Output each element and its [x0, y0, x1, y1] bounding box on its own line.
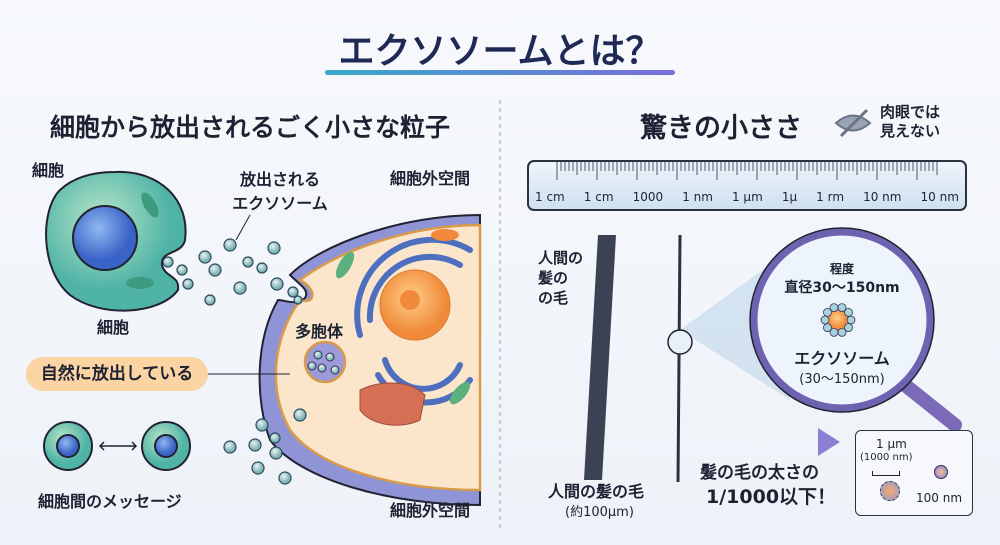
title-underline	[325, 70, 675, 75]
exosome-particle	[256, 262, 268, 274]
exosome-particle	[223, 440, 237, 454]
particle-100nm-icon	[934, 465, 948, 479]
lens-size-top: 程度 直径30〜150nm	[784, 262, 900, 296]
left-subtitle: 細胞から放出されるごく小さな粒子	[50, 113, 451, 142]
mvb-label: 多胞体	[295, 322, 344, 341]
exosome-particle	[198, 250, 212, 264]
membrane-protein	[820, 315, 830, 325]
exosome-particle	[233, 281, 247, 295]
released-pointer-line	[235, 214, 251, 241]
compare-text-1: 髪の毛の太さの	[700, 463, 819, 483]
exosome-particle	[287, 286, 299, 298]
membrane-protein	[844, 323, 853, 333]
exosome-particles	[162, 238, 307, 485]
intercellular-cells	[43, 421, 191, 471]
extracellular-label-bottom: 細胞外空間	[390, 501, 471, 520]
released-exosome-label: 放出される エクソソーム	[232, 170, 328, 213]
membrane-protein	[844, 307, 853, 317]
exosome-particle	[251, 461, 265, 475]
exosome-particle	[248, 438, 262, 452]
exosome-particle	[269, 432, 281, 444]
membrane-protein	[829, 303, 839, 313]
lens-exosome-label: エクソソーム	[794, 349, 890, 368]
hair-thin	[676, 234, 682, 483]
scale-ruler: 1 cm 1 cm 1000 1 nm 1 µm 1µ 1 rm 10 nm 10 nm	[527, 160, 967, 211]
exosome-particle	[269, 446, 283, 460]
page-title: エクソソームとは？	[338, 31, 662, 72]
cell-illustration	[45, 170, 187, 312]
exosome-particle	[182, 278, 194, 290]
cell-label-top: 細胞	[32, 161, 65, 180]
ruler-label: 10 nm	[863, 190, 902, 204]
scale-comparison-box: 1 µm (1000 nm) 100 nm	[855, 430, 973, 516]
intercellular-message-label: 細胞間のメッセージ	[38, 492, 182, 511]
exosome-particle	[223, 238, 237, 252]
ruler-ticks	[556, 162, 938, 180]
large-cell-illustration	[258, 213, 482, 507]
ruler-label: 1000	[632, 190, 664, 204]
exosome-particle	[278, 471, 292, 485]
magnifier-handle	[898, 378, 962, 432]
compare-text-2: 1/1000以下！	[706, 486, 837, 508]
exosome-particle	[176, 264, 188, 276]
exosome-particle	[204, 294, 216, 306]
ruler-label: 10 nm	[920, 190, 959, 204]
exosome-particle	[242, 256, 254, 268]
natural-release-pill: 自然に放出している	[26, 357, 208, 391]
ruler-label: 1 cm	[535, 190, 565, 204]
exosome-particle	[208, 263, 222, 277]
ruler-label: 1 µm	[731, 190, 763, 204]
membrane-protein	[837, 327, 847, 337]
extracellular-label-top: 細胞外空間	[390, 169, 471, 188]
exosome-particle	[267, 241, 281, 255]
membrane-protein	[829, 327, 839, 337]
hair-label: 人間の髪の毛	[548, 482, 645, 501]
ruler-label: 1 nm	[682, 190, 713, 204]
naked-eye-note: 肉眼では 見えない	[880, 103, 941, 140]
eye-slash-icon	[834, 108, 872, 138]
exosome-icon	[880, 481, 900, 501]
exosome-icon	[820, 303, 856, 337]
membrane-protein	[846, 315, 856, 325]
hair-thick	[584, 235, 616, 480]
ruler-label: 1 cm	[583, 190, 614, 204]
membrane-protein	[823, 307, 832, 317]
cell-label-bottom: 細胞	[97, 318, 130, 337]
exosome-particle	[293, 408, 307, 422]
membrane-protein	[823, 323, 832, 333]
exosome-particle	[162, 256, 174, 268]
exosome-particle	[293, 295, 303, 305]
ruler-label: 1µ	[781, 190, 798, 204]
exosome-particle	[270, 277, 284, 291]
right-heading: 驚きの小ささ	[640, 113, 802, 144]
ruler-label: 1 rm	[816, 190, 845, 204]
hair-size: (約100µm)	[565, 505, 634, 520]
lens-exosome-size: (30〜150nm)	[799, 372, 885, 387]
membrane-protein	[837, 303, 847, 313]
hair-side-label: 人間の 髪の の毛	[538, 249, 584, 307]
exosome-particle	[255, 418, 269, 432]
